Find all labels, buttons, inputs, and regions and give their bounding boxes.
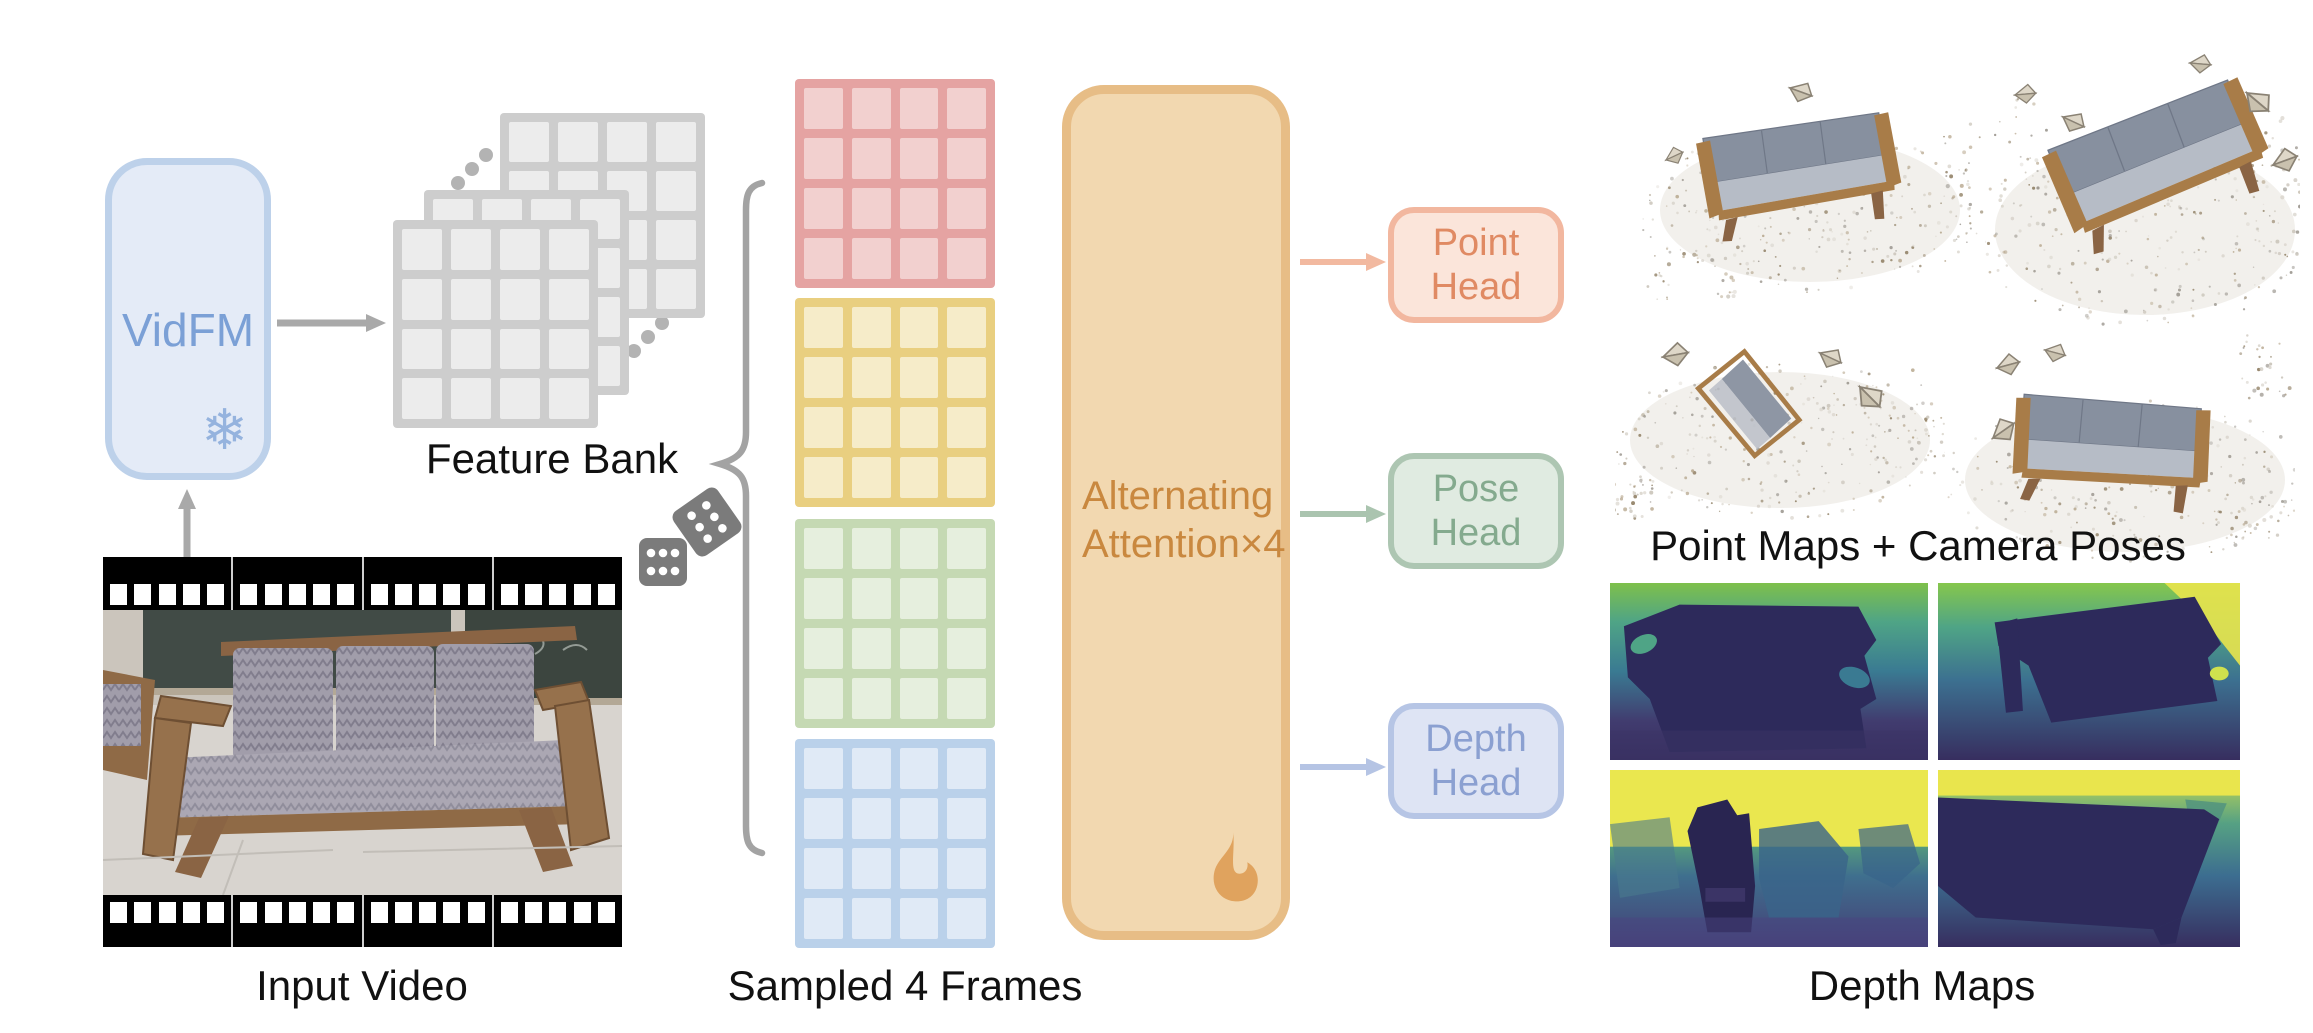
attention-line1: Alternating: [1082, 474, 1274, 518]
depth-maps-label: Depth Maps: [1808, 962, 2036, 1009]
alternating-attention-label: Alternating Attention×4: [1082, 472, 1286, 568]
sampled-frames-label: Sampled 4 Frames: [727, 962, 1083, 1009]
depth-map-3: [1610, 770, 1928, 947]
point-head-label2: Head: [1430, 266, 1522, 308]
attention-line2: Attention×4: [1082, 522, 1286, 566]
point-map-view-3: [1615, 341, 1945, 520]
depth-head-label: Depth: [1425, 718, 1527, 760]
point-head-label: Point: [1432, 222, 1520, 264]
film-segment: [233, 895, 364, 947]
film-segment: [494, 895, 622, 947]
point-map-view-1: [1642, 82, 1984, 301]
depth-map-4: [1938, 770, 2240, 947]
pose-head-box: Pose Head: [1388, 453, 1564, 569]
film-segment: [103, 557, 234, 610]
input-video-filmstrip: [103, 557, 622, 947]
sampled-frame-4: [795, 739, 995, 948]
vidfm-box: VidFM ❄: [105, 158, 271, 480]
feature-bank-label: Feature Bank: [425, 435, 679, 482]
sampled-frame-2: [795, 298, 995, 507]
flame-icon: [1213, 830, 1258, 902]
snowflake-icon: ❄: [201, 398, 248, 461]
depth-map-2: [1938, 583, 2240, 760]
film-segment: [364, 895, 494, 947]
vidfm-label: VidFM: [121, 304, 255, 356]
sampled-frame-1: [795, 79, 995, 288]
sampled-frame-3: [795, 519, 995, 728]
film-segment: [103, 895, 234, 947]
couch-photo: [103, 610, 622, 895]
film-segment: [494, 557, 622, 610]
pose-head-label2: Head: [1430, 512, 1522, 554]
dice-icon: [639, 487, 742, 586]
point-map-view-4: [1947, 334, 2295, 563]
point-head-box: Point Head: [1388, 207, 1564, 323]
filmstrip-bottom-bar: [103, 895, 622, 947]
depth-head-label2: Head: [1430, 762, 1522, 804]
input-video-label: Input Video: [256, 962, 468, 1009]
alternating-attention-box: Alternating Attention×4: [1062, 85, 1290, 940]
depth-head-box: Depth Head: [1388, 703, 1564, 819]
filmstrip-top-bar: [103, 557, 622, 610]
film-segment: [364, 557, 494, 610]
pose-head-label: Pose: [1432, 468, 1520, 510]
film-segment: [233, 557, 364, 610]
depth-map-1: [1610, 583, 1928, 760]
feature-bank-grid-front: [393, 220, 598, 428]
point-map-view-2: [1985, 53, 2300, 326]
point-maps-label: Point Maps + Camera Poses: [1650, 522, 2186, 569]
